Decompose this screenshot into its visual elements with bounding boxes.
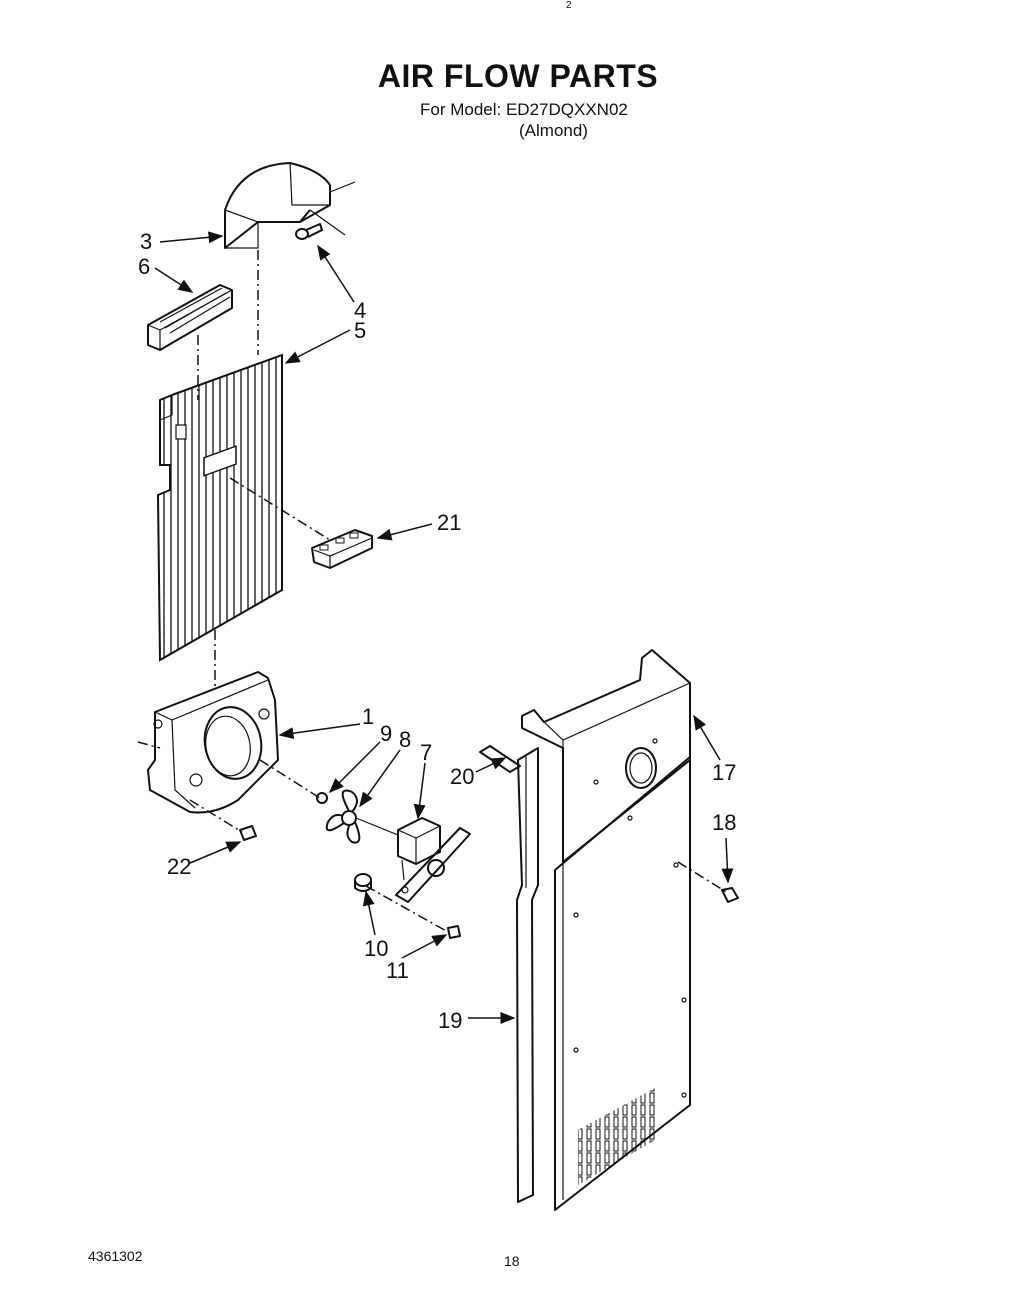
part-5-evaporator-cover xyxy=(156,353,283,662)
callout-8: 8 xyxy=(399,727,411,752)
part-8-fan-blade xyxy=(325,789,399,844)
callout-19: 19 xyxy=(438,1008,462,1033)
part-6-grille xyxy=(147,284,233,351)
callout-11: 11 xyxy=(386,958,409,983)
callout-5: 5 xyxy=(354,318,366,343)
callout-9: 9 xyxy=(380,721,392,746)
callout-4: 4 xyxy=(354,298,366,323)
callout-21: 21 xyxy=(437,510,461,535)
part-22-screw xyxy=(239,825,257,841)
part-7-fan-motor xyxy=(395,817,471,903)
assembly-lines xyxy=(137,250,729,933)
callout-17: 17 xyxy=(712,760,736,785)
part-11-screw xyxy=(447,925,461,939)
top-margin-mark: 2 xyxy=(566,0,572,11)
page-number: 18 xyxy=(504,1253,520,1269)
part-1-fan-shroud xyxy=(147,671,279,814)
part-10-grommet xyxy=(354,873,372,892)
callout-6: 6 xyxy=(138,254,150,279)
callout-3: 3 xyxy=(140,229,152,254)
part-17-rear-panel xyxy=(521,649,691,1211)
color-line: (Almond) xyxy=(519,121,588,140)
callout-1: 1 xyxy=(362,704,374,729)
part-4-screw xyxy=(295,223,323,240)
part-19-trim-strip xyxy=(516,747,539,1203)
leader-lines xyxy=(154,231,734,1024)
part-9-nut xyxy=(316,792,328,804)
callout-10: 10 xyxy=(364,936,388,961)
document-number: 4361302 xyxy=(88,1248,143,1264)
part-18-screw xyxy=(721,887,739,903)
part-20-gasket xyxy=(479,745,521,773)
model-line: For Model: ED27DQXXN02 xyxy=(420,100,628,119)
callout-labels: 3 6 4 5 21 1 9 8 7 20 22 10 11 19 17 18 xyxy=(138,229,736,1033)
callout-20: 20 xyxy=(450,764,474,789)
part-3-duct-cover xyxy=(224,162,356,249)
part-21-bracket xyxy=(311,529,373,569)
page-title: AIR FLOW PARTS xyxy=(377,58,659,94)
callout-7: 7 xyxy=(420,740,432,765)
callout-22: 22 xyxy=(167,854,191,879)
callout-18: 18 xyxy=(712,810,736,835)
